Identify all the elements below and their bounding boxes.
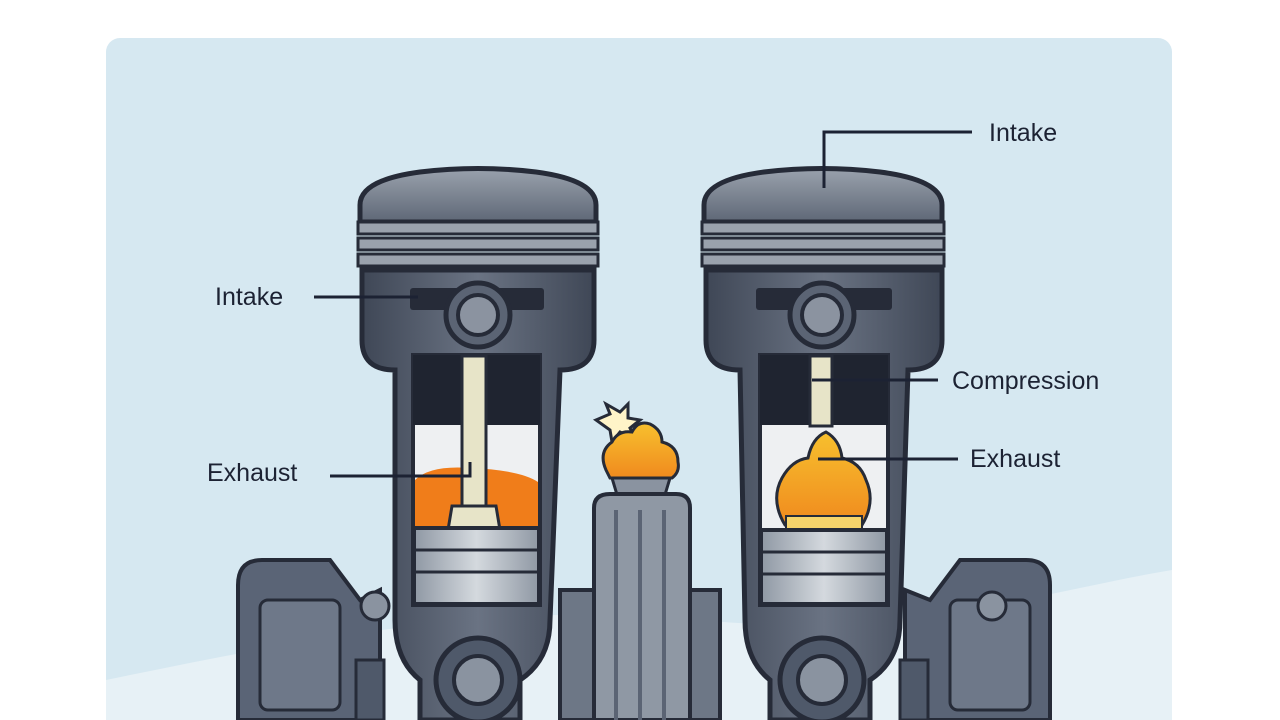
label-left-intake: Intake (215, 283, 283, 311)
label-right-intake: Intake (989, 119, 1057, 147)
left-cylinder (356, 166, 600, 720)
left-piston-crown (357, 166, 599, 225)
right-piston-crown (701, 166, 945, 225)
center-spark-assembly (592, 400, 692, 720)
right-cylinder (700, 166, 946, 720)
right-piston-skirt (759, 528, 889, 606)
left-connecting-rod (460, 354, 488, 508)
leader-lines (314, 130, 972, 478)
label-right-compression: Compression (952, 367, 1099, 395)
left-piston-skirt (412, 526, 541, 606)
right-connecting-rod (808, 354, 834, 428)
engine-block (236, 558, 1052, 720)
label-left-exhaust: Exhaust (207, 459, 297, 487)
leader-left-exhaust (330, 462, 472, 478)
bolt-icon (976, 590, 1008, 622)
label-right-exhaust: Exhaust (970, 445, 1060, 473)
leader-right-intake (822, 130, 972, 188)
bolt-icon (359, 590, 391, 622)
